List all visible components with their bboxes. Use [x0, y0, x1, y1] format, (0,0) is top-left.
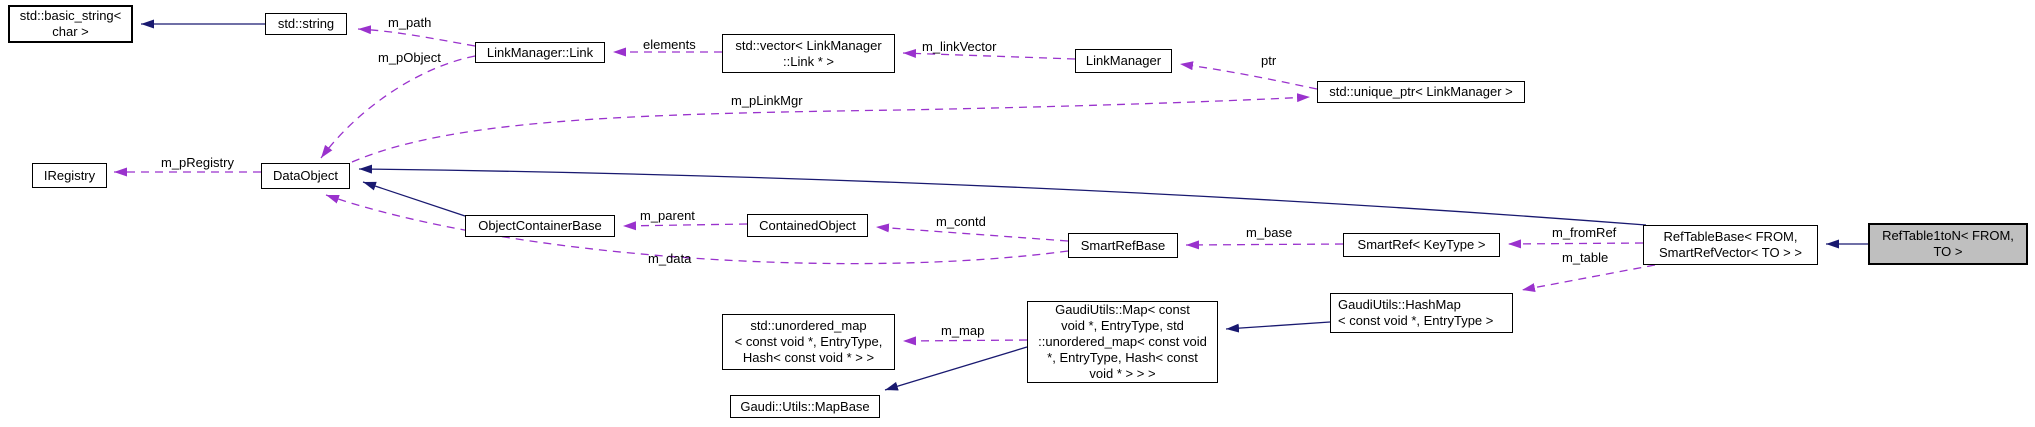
edge-label-m-pregistry: m_pRegistry [161, 155, 234, 170]
edge-use-m-plinkmgr [351, 93, 1311, 163]
edge-inherit-objectcontainerbase-dataobject [362, 181, 466, 217]
edge-use-m-table [1521, 264, 1656, 293]
edge-label-m-data: m_data [648, 251, 692, 266]
edge-inherit-map-mapbase [884, 346, 1028, 391]
edge-inherit-hashmap-map [1225, 321, 1331, 333]
class-node-iregistry[interactable]: IRegistry [32, 163, 107, 188]
edge-label-m-fromref: m_fromRef [1552, 225, 1617, 240]
edge-use-m-parent [622, 221, 748, 231]
edge-use-m-fromref [1507, 239, 1644, 249]
class-node-objectcontainerbase[interactable]: ObjectContainerBase [465, 215, 615, 237]
class-node-reftablebase[interactable]: RefTableBase< FROM, SmartRefVector< TO >… [1643, 225, 1818, 265]
edge-inherit-reftablebase-dataobject [358, 164, 1647, 226]
class-node-gaudi-utils-mapbase[interactable]: Gaudi::Utils::MapBase [730, 395, 880, 418]
edge-use-m-data [325, 194, 1069, 265]
class-node-std-string: std::string [265, 13, 347, 35]
edge-label-m-parent: m_parent [640, 208, 695, 223]
class-node-gaudiutils-map[interactable]: GaudiUtils::Map< const void *, EntryType… [1027, 301, 1218, 383]
class-node-smartrefbase[interactable]: SmartRefBase [1068, 233, 1178, 258]
class-node-smartref[interactable]: SmartRef< KeyType > [1343, 233, 1500, 257]
class-node-std-unique-ptr: std::unique_ptr< LinkManager > [1317, 81, 1525, 103]
class-node-std-basic-string: std::basic_string< char > [8, 5, 133, 43]
class-node-std-unordered-map: std::unordered_map < const void *, Entry… [722, 314, 895, 370]
edge-label-m-path: m_path [388, 15, 432, 30]
edge-label-m-contd: m_contd [936, 214, 986, 229]
edge-label-m-map: m_map [941, 323, 985, 338]
edge-label-m-base: m_base [1246, 225, 1293, 240]
class-node-linkmanager[interactable]: LinkManager [1075, 49, 1172, 73]
class-node-dataobject[interactable]: DataObject [261, 163, 350, 189]
class-node-linkmanager-link[interactable]: LinkManager::Link [475, 42, 605, 63]
edge-label-ptr: ptr [1261, 53, 1277, 68]
class-node-gaudiutils-hashmap[interactable]: GaudiUtils::HashMap < const void *, Entr… [1330, 293, 1513, 333]
class-node-containedobject[interactable]: ContainedObject [747, 214, 868, 237]
edge-label-m-plinkmgr: m_pLinkMgr [731, 93, 803, 108]
class-node-reftable1ton-current: RefTable1toN< FROM, TO > [1868, 223, 2028, 265]
edge-label-m-pobject: m_pObject [378, 50, 441, 65]
edge-use-m-base [1185, 240, 1344, 250]
edge-label-m-table: m_table [1562, 250, 1609, 265]
edge-use-m-map [902, 336, 1028, 346]
edge-use-m-path [357, 25, 476, 47]
edge-use-m-linkvector [902, 48, 1076, 60]
class-node-std-vector-link: std::vector< LinkManager ::Link * > [722, 34, 895, 73]
edge-label-elements: elements [643, 37, 696, 52]
edge-use-m-pobject [320, 55, 476, 159]
edge-use-m-contd [875, 223, 1069, 242]
edge-label-m-linkvector: m_linkVector [922, 39, 997, 54]
edge-use-ptr [1179, 61, 1318, 90]
